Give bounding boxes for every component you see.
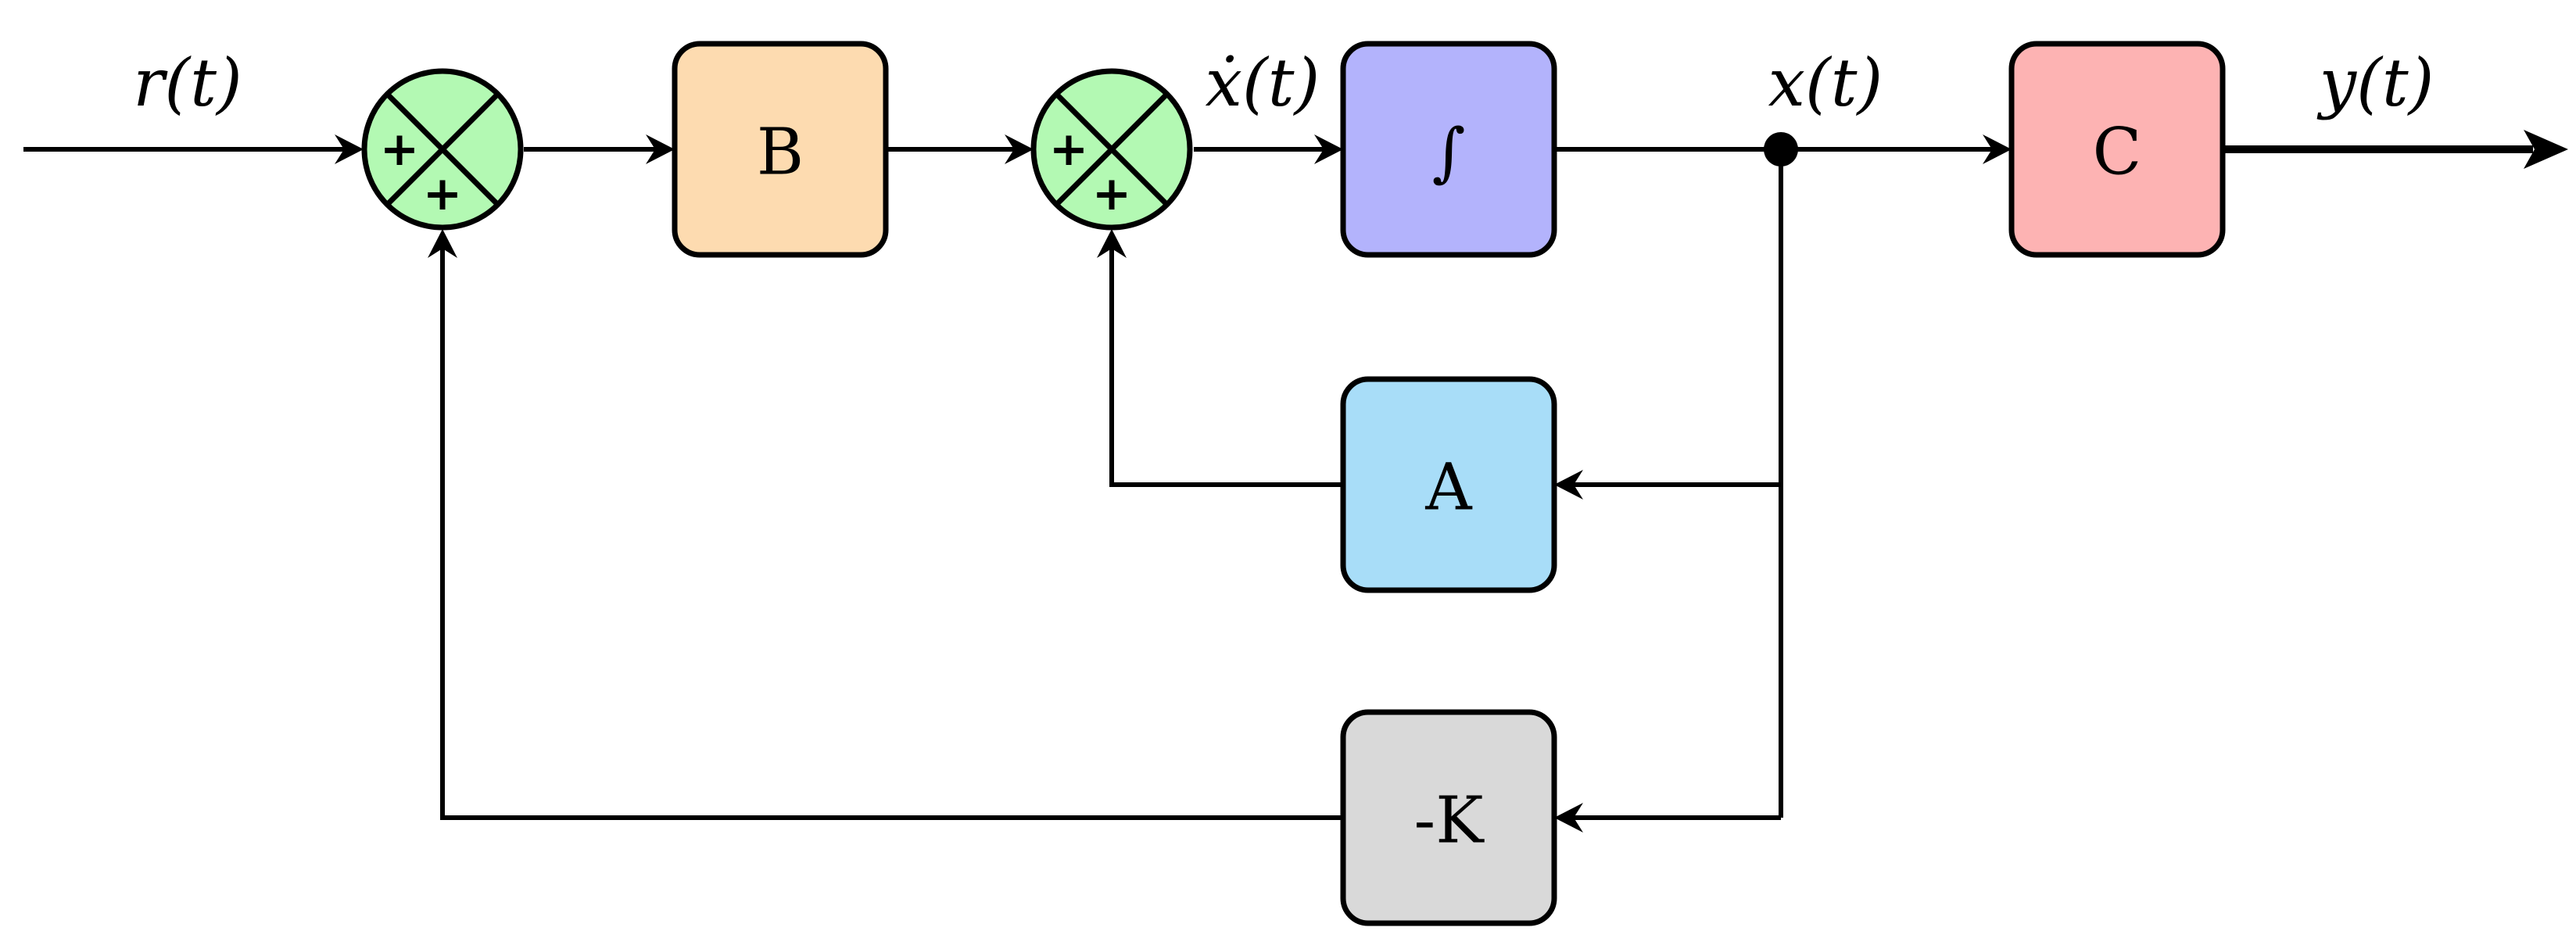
block-integrator: ∫ [1340,41,1557,258]
arrowhead-b-left [646,134,675,164]
block-k: -K [1340,709,1557,926]
summing-junction-2: + + [1030,68,1193,231]
arrowhead-sum2-bottom [1097,229,1127,258]
arrowhead-output [2524,130,2568,169]
sum2-cross-line-2 [1054,91,1170,207]
signal-label-input: r(t) [133,45,242,121]
block-b-label: B [757,116,804,190]
arrowhead-sum1-bottom [428,229,457,258]
arrowhead-sum2-left [1005,134,1034,164]
block-a: A [1340,376,1557,593]
summing-junction-1: + + [361,68,524,231]
block-a-label: A [1424,451,1473,525]
sum2-sign-left: + [1049,122,1088,177]
arrowhead-c-left [1983,134,2012,164]
sum1-cross-line-2 [385,91,500,207]
sum1-sign-left: + [380,122,419,177]
block-k-label: -K [1414,784,1485,858]
block-c-box [2008,41,2226,258]
block-c: C [2008,41,2226,258]
arrowhead-integrator-left [1314,134,1343,164]
block-integrator-label: ∫ [1432,116,1466,190]
block-a-box [1340,376,1557,593]
wire-k-to-sum1 [440,249,1343,820]
block-b-box [672,41,889,258]
arrowhead-k-right [1554,803,1583,833]
signal-label-output: y(t) [2316,45,2434,121]
sum2-sign-bottom: + [1092,167,1131,221]
block-integrator-box [1340,41,1557,258]
arrowhead-a-right [1554,470,1583,500]
arrowhead-sum1-left [335,134,364,164]
sum1-sign-bottom: + [423,167,462,221]
state-junction-dot [1764,132,1798,167]
wire-a-to-sum2 [1109,249,1343,487]
signal-label-state: x(t) [1768,45,1883,121]
signal-label-state-derivative: ẋ(t) [1206,45,1320,121]
block-b: B [672,41,889,258]
block-c-label: C [2093,116,2142,190]
block-k-box [1340,709,1557,926]
